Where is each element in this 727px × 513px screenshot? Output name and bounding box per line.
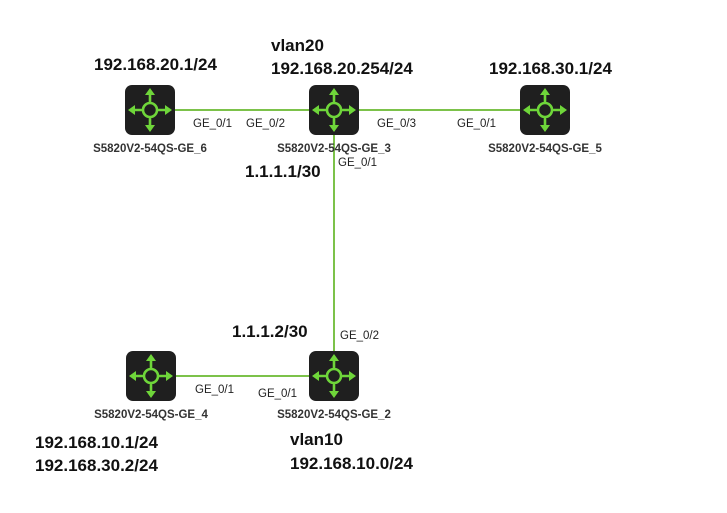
ip-label-ge5: 192.168.30.1/24 <box>489 59 612 78</box>
port-label-ge2-to-ge3: GE_0/2 <box>340 330 379 342</box>
device-ge4[interactable]: S5820V2-54QS-GE_4 <box>94 349 208 421</box>
ip-label-ge2-uplink: 1.1.1.2/30 <box>232 322 308 341</box>
ip-label-ge3-uplink: 1.1.1.1/30 <box>245 162 321 181</box>
device-ge4-label: S5820V2-54QS-GE_4 <box>94 409 208 421</box>
router-icon <box>518 83 572 137</box>
ip-label-ge4-1: 192.168.10.1/24 <box>35 433 158 452</box>
ip-label-ge4-2: 192.168.30.2/24 <box>35 456 158 475</box>
device-ge5-label: S5820V2-54QS-GE_5 <box>488 143 602 155</box>
router-icon <box>123 83 177 137</box>
device-ge2-label: S5820V2-54QS-GE_2 <box>277 409 391 421</box>
device-ge6-label: S5820V2-54QS-GE_6 <box>93 143 207 155</box>
device-ge6[interactable]: S5820V2-54QS-GE_6 <box>93 83 207 155</box>
ip-label-ge3: 192.168.20.254/24 <box>271 59 413 78</box>
port-label-ge4-to-ge2: GE_0/1 <box>195 384 234 396</box>
port-label-ge3-to-ge6: GE_0/2 <box>246 118 285 130</box>
port-label-ge3-to-ge5: GE_0/3 <box>377 118 416 130</box>
device-ge5[interactable]: S5820V2-54QS-GE_5 <box>488 83 602 155</box>
port-label-ge3-to-ge2: GE_0/1 <box>338 157 377 169</box>
device-ge3[interactable]: S5820V2-54QS-GE_3 <box>277 83 391 155</box>
port-label-ge5-to-ge3: GE_0/1 <box>457 118 496 130</box>
router-icon <box>124 349 178 403</box>
ip-label-ge6: 192.168.20.1/24 <box>94 55 217 74</box>
ip-label-ge2: 192.168.10.0/24 <box>290 454 413 473</box>
device-ge2[interactable]: S5820V2-54QS-GE_2 <box>277 349 391 421</box>
device-ge3-label: S5820V2-54QS-GE_3 <box>277 143 391 155</box>
port-label-ge2-to-ge4: GE_0/1 <box>258 388 297 400</box>
router-icon <box>307 83 361 137</box>
router-icon <box>307 349 361 403</box>
vlan-label-ge2: vlan10 <box>290 430 343 449</box>
port-label-ge6-to-ge3: GE_0/1 <box>193 118 232 130</box>
vlan-label-ge3: vlan20 <box>271 36 324 55</box>
